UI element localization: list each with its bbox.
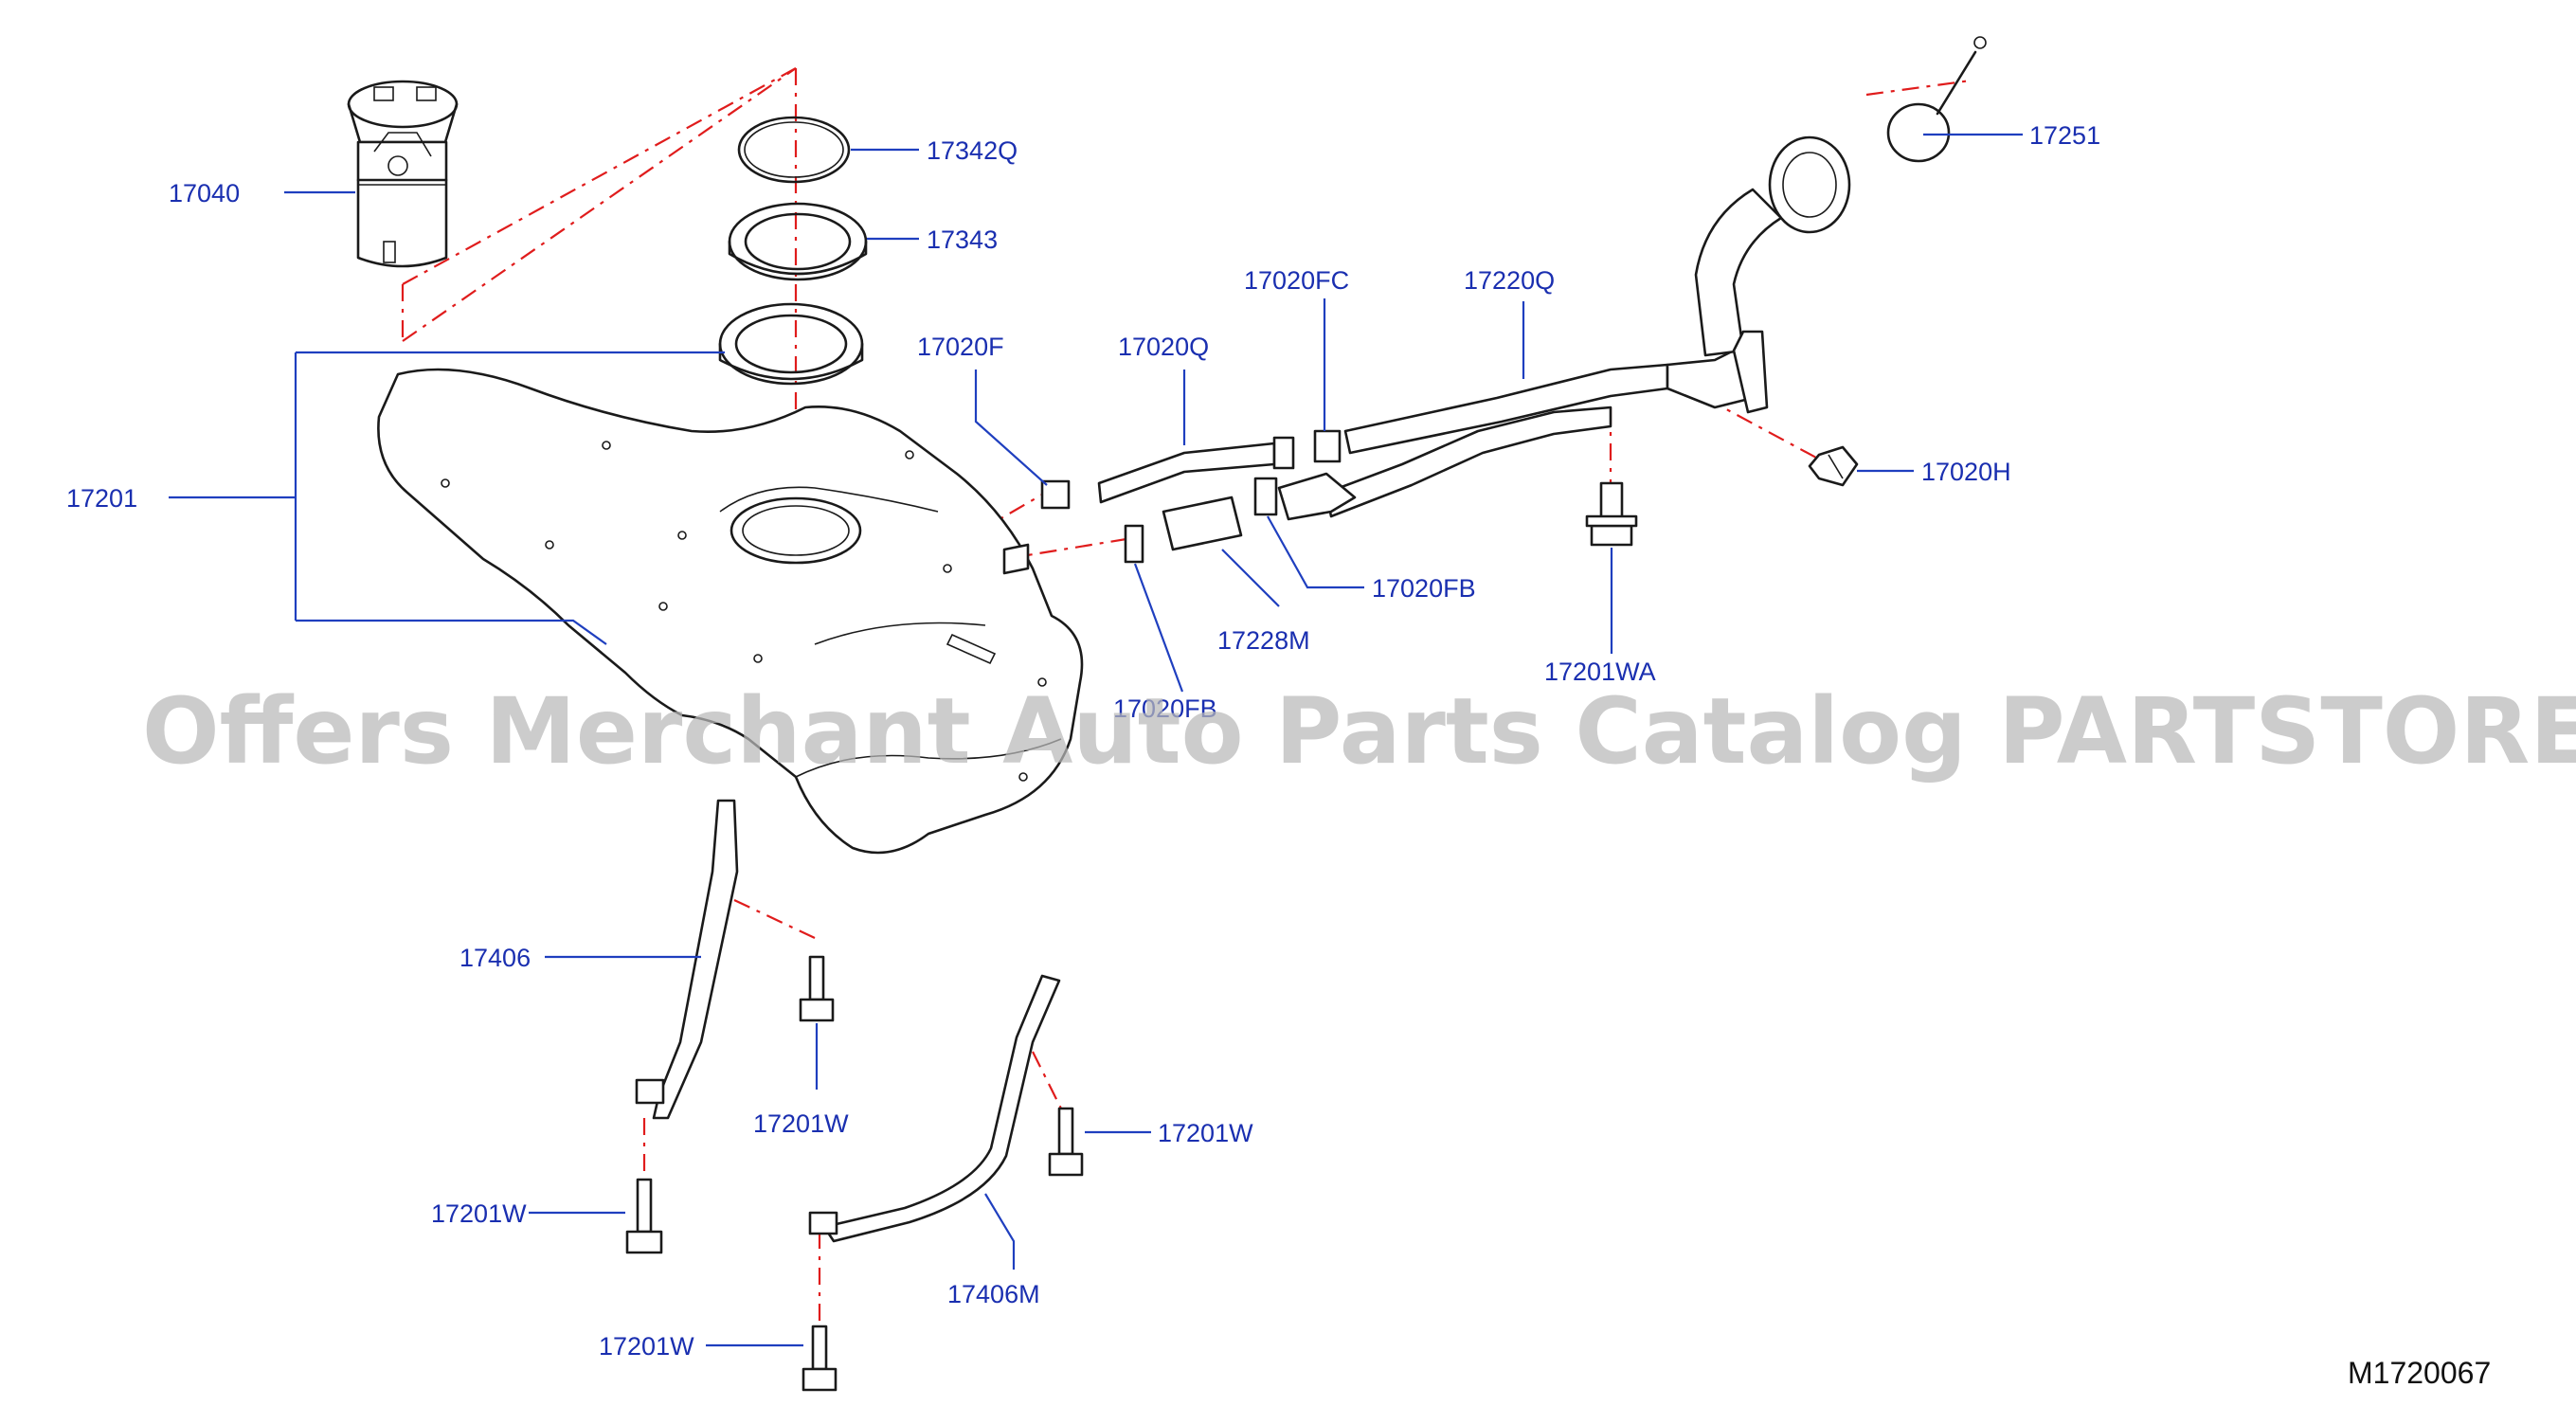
callout-bolt-w-right-lower: 17201W [599,1332,694,1361]
callouts: 17040 17342Q 17343 17201 17020F 17020Q 1… [66,121,2100,1361]
bolt-w-band-right [1048,1107,1084,1177]
bolt-w-right-lower [802,1325,838,1392]
bolt-w-band-left [799,955,835,1022]
clip-h [1808,445,1859,487]
filler-cap [1886,36,1987,163]
bolt-wa [1585,481,1638,547]
hose-clamp-f [1040,479,1071,510]
hose-clamp-fb [1253,472,1357,521]
callout-bolt-w-left-lower: 17201W [431,1199,527,1228]
drawing-number: M1720067 [2348,1356,2491,1390]
callout-filler-tube: 17220Q [1464,266,1555,295]
clamp-fb-lower [1124,524,1144,564]
leader-lines [169,133,2023,1347]
pump-o-ring [737,116,851,184]
hose-clamp-fc [1313,429,1342,463]
callout-hose-clamp-f: 17020F [917,333,1004,361]
callout-bolt-w-band-left: 17201W [753,1109,849,1138]
assembly-lines [401,67,1972,1336]
callout-bolt-w-band-right: 17201W [1158,1119,1253,1147]
callout-hose-clamp-fb: 17020FB [1372,574,1476,603]
callout-clip-h: 17020H [1921,458,2011,486]
vent-hose [1162,496,1243,551]
tank-band-left [635,799,739,1120]
watermark-text: Offers Merchant Auto Parts Catalog PARTS… [142,678,2576,784]
callout-fuel-hose-q: 17020Q [1118,333,1209,361]
callout-vent-hose: 17228M [1217,626,1310,655]
callout-clamp-fb-lower: 17020FB [1113,694,1217,723]
lock-ring [728,202,868,281]
tank-band-right [808,974,1061,1243]
callout-band-right: 17406M [947,1280,1040,1308]
callout-band-left: 17406 [459,944,531,972]
callout-pump-o-ring: 17342Q [927,136,1018,165]
callout-hose-clamp-fc: 17020FC [1244,266,1349,295]
callout-fuel-tank: 17201 [66,484,137,513]
filler-tube [1324,135,1851,518]
fuel-pump-module [347,80,459,268]
callout-filler-cap: 17251 [2029,121,2100,150]
callout-bolt-wa: 17201WA [1544,658,1656,686]
fuel-tank [377,368,1084,855]
tank-retainer-ring [718,302,864,386]
callout-lock-ring: 17343 [927,225,998,254]
bolt-w-left-lower [625,1178,663,1254]
callout-fuel-pump-module: 17040 [169,179,240,207]
fuel-hose [1097,436,1295,504]
